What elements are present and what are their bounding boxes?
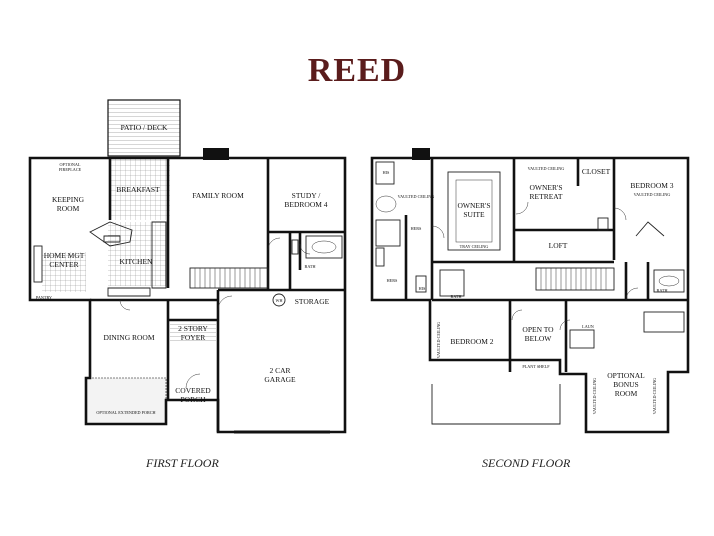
label-foyer: FOYER [181,333,206,342]
label-laun: LAUN [582,324,594,329]
label-bedroom-2: BEDROOM 2 [450,337,493,346]
label-vaulted-ceiling-2: VAULTED CEILING [528,166,565,171]
bedroom-3-fixtures [635,221,685,333]
first-floor-bath-fixtures [291,235,343,259]
retreat-fixture [597,217,609,231]
label-bath-2f-1: BATH [451,294,462,299]
label-room: ROOM [615,389,638,398]
label-his-1: HIS [383,170,390,175]
label-bath-1: BATH [305,264,316,269]
label-owners: OWNER'S [457,201,490,210]
label-garage: GARAGE [264,375,296,384]
label-keeping-room: ROOM [57,204,80,213]
second-floor-exterior-wall [370,156,690,434]
kitchen-counters [107,221,167,297]
bath-2-tub [439,269,465,297]
label-open-to: OPEN TO [522,325,554,334]
patio-deck-area [107,99,181,157]
label-home-mgt: HOME MGT [44,251,85,260]
label-optional: OPTIONAL [607,371,645,380]
label-dining-room: DINING ROOM [103,333,154,342]
extended-porch-area [85,377,167,425]
first-floor-stairs [189,267,269,289]
fireplace [203,148,229,160]
label-vaulted-ceiling-3: VAULTED CEILING [634,192,671,197]
label-porch: PORCH [180,395,206,404]
label-bath-2f-2: BATH [657,288,668,293]
breakfast-tile [110,158,170,220]
tray-ceiling-inner [455,179,493,243]
label-optional-1: OPTIONAL [60,162,81,167]
label-center: CENTER [49,260,78,269]
owners-bath-fixtures [375,148,430,293]
first-floor-interior-walls [90,158,345,432]
second-floor-doors [431,201,639,331]
desk-counter [33,245,43,283]
label-wh: WH [276,298,283,303]
second-floor-interior-walls [404,158,688,372]
kitchen-tile [108,222,166,286]
label-2-story: 2 STORY [178,324,208,333]
foyer-floor [170,322,216,344]
label-optional-extended-porch: OPTIONAL EXTENDED PORCH [96,410,155,415]
second-floor-stairs [535,267,615,291]
label-breakfast: BREAKFAST [116,185,160,194]
lower-roof-outline [431,384,561,425]
laundry-appliances [569,329,595,349]
second-floor-caption: SECOND FLOOR [482,456,571,470]
label-his-2: HIS [419,286,426,291]
label-covered: COVERED [175,386,211,395]
first-floor-caption: FIRST FLOOR [146,456,219,470]
plan-title: REED [307,52,407,89]
label-owners-retreat-1: OWNER'S [529,183,562,192]
label-plant-shelf: PLANT SHELF [522,364,550,369]
water-heater [272,293,286,307]
label-kitchen: KITCHEN [120,257,153,266]
tray-ceiling [447,171,501,251]
label-vaulted-ceiling-1: VAULTED CEILING [398,194,435,199]
label-tray-ceiling: TRAY CEILING [460,244,489,249]
label-fireplace: FIREPLACE [59,167,82,172]
kitchen-island [89,221,133,247]
label-hers-1: HERS [411,226,422,231]
label-pantry: PANTRY [36,295,52,300]
home-mgt-tile [42,252,86,292]
second-floor-plan: HIS VAULTED CEILING OWNER'S SUITE TRAY C… [370,148,690,434]
label-vaulted-ceiling-6: VAULTED CEILING [652,378,657,415]
label-vaulted-ceiling-5: VAULTED CEILING [592,378,597,415]
label-storage: STORAGE [295,297,330,306]
label-patio-deck: PATIO / DECK [121,123,168,132]
label-study: STUDY / [292,191,322,200]
label-keeping: KEEPING [52,195,85,204]
label-2-car: 2 CAR [269,366,290,375]
label-family-room: FAMILY ROOM [192,191,244,200]
first-floor-plan: PATIO / DECK OPTIONAL FIREPLACE BREAKFAS… [28,99,347,434]
label-below: BELOW [525,334,553,343]
first-floor-doors [119,237,311,389]
label-suite: SUITE [463,210,485,219]
label-closet: CLOSET [582,167,611,176]
label-bedroom-3: BEDROOM 3 [630,181,673,190]
label-bonus: BONUS [613,380,638,389]
label-bedroom-4: BEDROOM 4 [284,200,327,209]
label-loft: LOFT [549,241,568,250]
label-owners-retreat-2: RETREAT [530,192,563,201]
label-vaulted-ceiling-4: VAULTED CEILING [436,322,441,359]
label-hers-2: HERS [387,278,398,283]
